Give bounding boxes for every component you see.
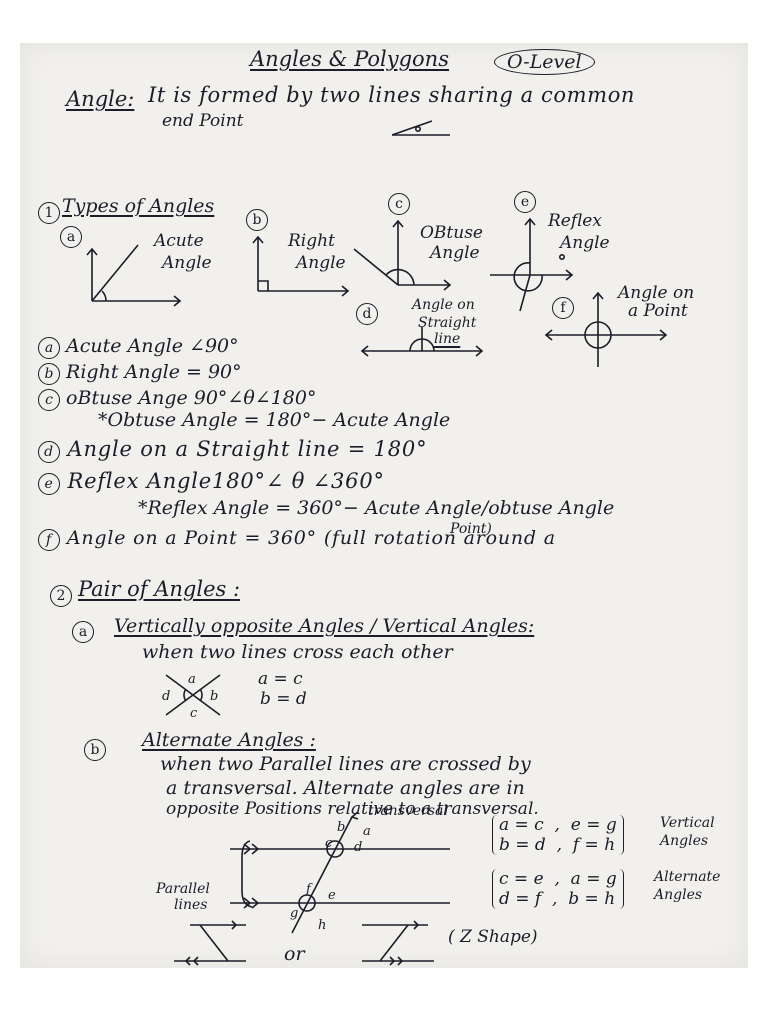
rule-a: a Acute Angle ∠90° bbox=[38, 335, 239, 359]
z-shape-figure-2 bbox=[362, 920, 434, 966]
figure-b-marker: b bbox=[246, 209, 268, 231]
alternate-title: Alternate Angles : bbox=[142, 729, 316, 751]
rule-f-continued: Point) bbox=[450, 521, 492, 537]
alternate-line-2: a transversal. Alternate angles are in bbox=[166, 777, 525, 799]
alternate-note-2: Angles bbox=[654, 887, 703, 903]
rule-reflex-formula: *Reflex Angle = 360°− Acute Angle/obtuse… bbox=[138, 497, 615, 519]
figure-a-label-1: Acute bbox=[154, 231, 204, 251]
figure-d-label-3: line bbox=[434, 331, 461, 347]
rule-d: d Angle on a Straight line = 180° bbox=[38, 437, 427, 463]
figure-d-label-2: Straight bbox=[418, 315, 477, 331]
reflex-angle-figure bbox=[490, 217, 574, 312]
vertical-angles-figure: a b c d bbox=[162, 672, 221, 721]
vertical-note-2: Angles bbox=[660, 833, 709, 849]
figure-e-label-2: Angle bbox=[560, 233, 610, 253]
figure-a-marker: a bbox=[60, 226, 82, 248]
right-angle-figure bbox=[252, 235, 350, 297]
vertical-label-d: d bbox=[162, 689, 170, 704]
rule-e: e Reflex Angle180°∠ θ ∠360° bbox=[38, 469, 385, 495]
rule-f: f Angle on a Point = 360° (full rotation… bbox=[38, 527, 556, 551]
section-number-2: 2 bbox=[50, 585, 72, 607]
figure-a-label-2: Angle bbox=[162, 253, 212, 273]
upper-label-d: d bbox=[354, 840, 362, 855]
lower-label-f: f bbox=[305, 882, 313, 897]
vertical-marker: a bbox=[72, 621, 94, 643]
vertical-desc: when two lines cross each other bbox=[142, 641, 453, 663]
lower-label-g: g bbox=[290, 906, 298, 921]
transversal-label: transversal bbox=[368, 803, 448, 819]
or-text: or bbox=[284, 943, 305, 965]
figure-f-label-2: a Point bbox=[628, 301, 688, 321]
definition-line-1: It is formed by two lines sharing a comm… bbox=[148, 83, 636, 107]
figure-c-label-2: Angle bbox=[430, 243, 480, 263]
alternate-pairs-block: c = e , a = g d = f , b = h bbox=[492, 869, 624, 909]
alternate-line-3: opposite Positions relative to a transve… bbox=[166, 799, 539, 819]
figure-e-marker: e bbox=[514, 191, 536, 213]
straight-line-angle-figure bbox=[360, 327, 484, 357]
lower-label-h: h bbox=[318, 918, 326, 933]
alternate-line-1: when two Parallel lines are crossed by bbox=[160, 753, 531, 775]
obtuse-angle-figure bbox=[353, 219, 452, 291]
vertical-label-b: b bbox=[210, 689, 218, 704]
types-heading: Types of Angles bbox=[62, 195, 215, 217]
rule-b: b Right Angle = 90° bbox=[38, 361, 242, 385]
vertical-label-c: c bbox=[190, 706, 198, 721]
angle-sketch bbox=[391, 120, 450, 136]
vertical-pairs-block: a = c , e = g b = d , f = h bbox=[492, 815, 624, 855]
figure-c-marker: c bbox=[388, 193, 410, 215]
alternate-marker: b bbox=[84, 739, 106, 761]
parallel-label-2: lines bbox=[174, 897, 208, 913]
vertical-eq-2: b = d bbox=[260, 689, 307, 709]
vertical-note-1: Vertical bbox=[660, 815, 715, 831]
z-shape-figure-1 bbox=[174, 920, 246, 966]
definition-term: Angle: bbox=[66, 87, 135, 111]
vertical-label-a: a bbox=[188, 672, 196, 687]
figure-b-label-2: Angle bbox=[296, 253, 346, 273]
lower-label-e: e bbox=[328, 888, 336, 903]
figure-d-marker: d bbox=[356, 303, 378, 325]
angle-at-point-figure bbox=[544, 291, 668, 367]
upper-label-a: a bbox=[363, 824, 371, 839]
definition-line-2: end Point bbox=[162, 111, 244, 131]
acute-angle-figure bbox=[86, 244, 182, 307]
figure-d-label-1: Angle on bbox=[412, 297, 475, 313]
pairs-heading: Pair of Angles : bbox=[78, 577, 241, 601]
page-title: Angles & Polygons bbox=[250, 47, 449, 71]
parallel-lines-transversal-figure: b a c d f e g h bbox=[230, 811, 450, 934]
section-number-1: 1 bbox=[38, 202, 60, 224]
parallel-label-1: Parallel bbox=[156, 881, 210, 897]
rule-obtuse-formula: *Obtuse Angle = 180°− Acute Angle bbox=[98, 409, 451, 431]
figure-c-label-1: OBtuse bbox=[420, 223, 483, 243]
upper-label-b: b bbox=[337, 820, 345, 835]
figure-f-marker: f bbox=[552, 297, 574, 319]
figure-f-label-1: Angle on bbox=[618, 283, 695, 303]
notebook-page: Angles & Polygons O-Level Angle: It is f… bbox=[20, 43, 748, 968]
rule-c: c oBtuse Ange 90°∠θ∠180° bbox=[38, 387, 316, 411]
figure-e-label-1: Reflex bbox=[548, 211, 602, 231]
upper-label-c: c bbox=[325, 836, 333, 851]
alternate-note-1: Alternate bbox=[654, 869, 721, 885]
level-badge: O-Level bbox=[494, 49, 595, 75]
vertical-eq-1: a = c bbox=[258, 669, 303, 689]
z-shape-note: ( Z Shape) bbox=[448, 927, 538, 947]
vertical-title: Vertically opposite Angles / Vertical An… bbox=[114, 615, 535, 637]
figure-b-label-1: Right bbox=[288, 231, 335, 251]
